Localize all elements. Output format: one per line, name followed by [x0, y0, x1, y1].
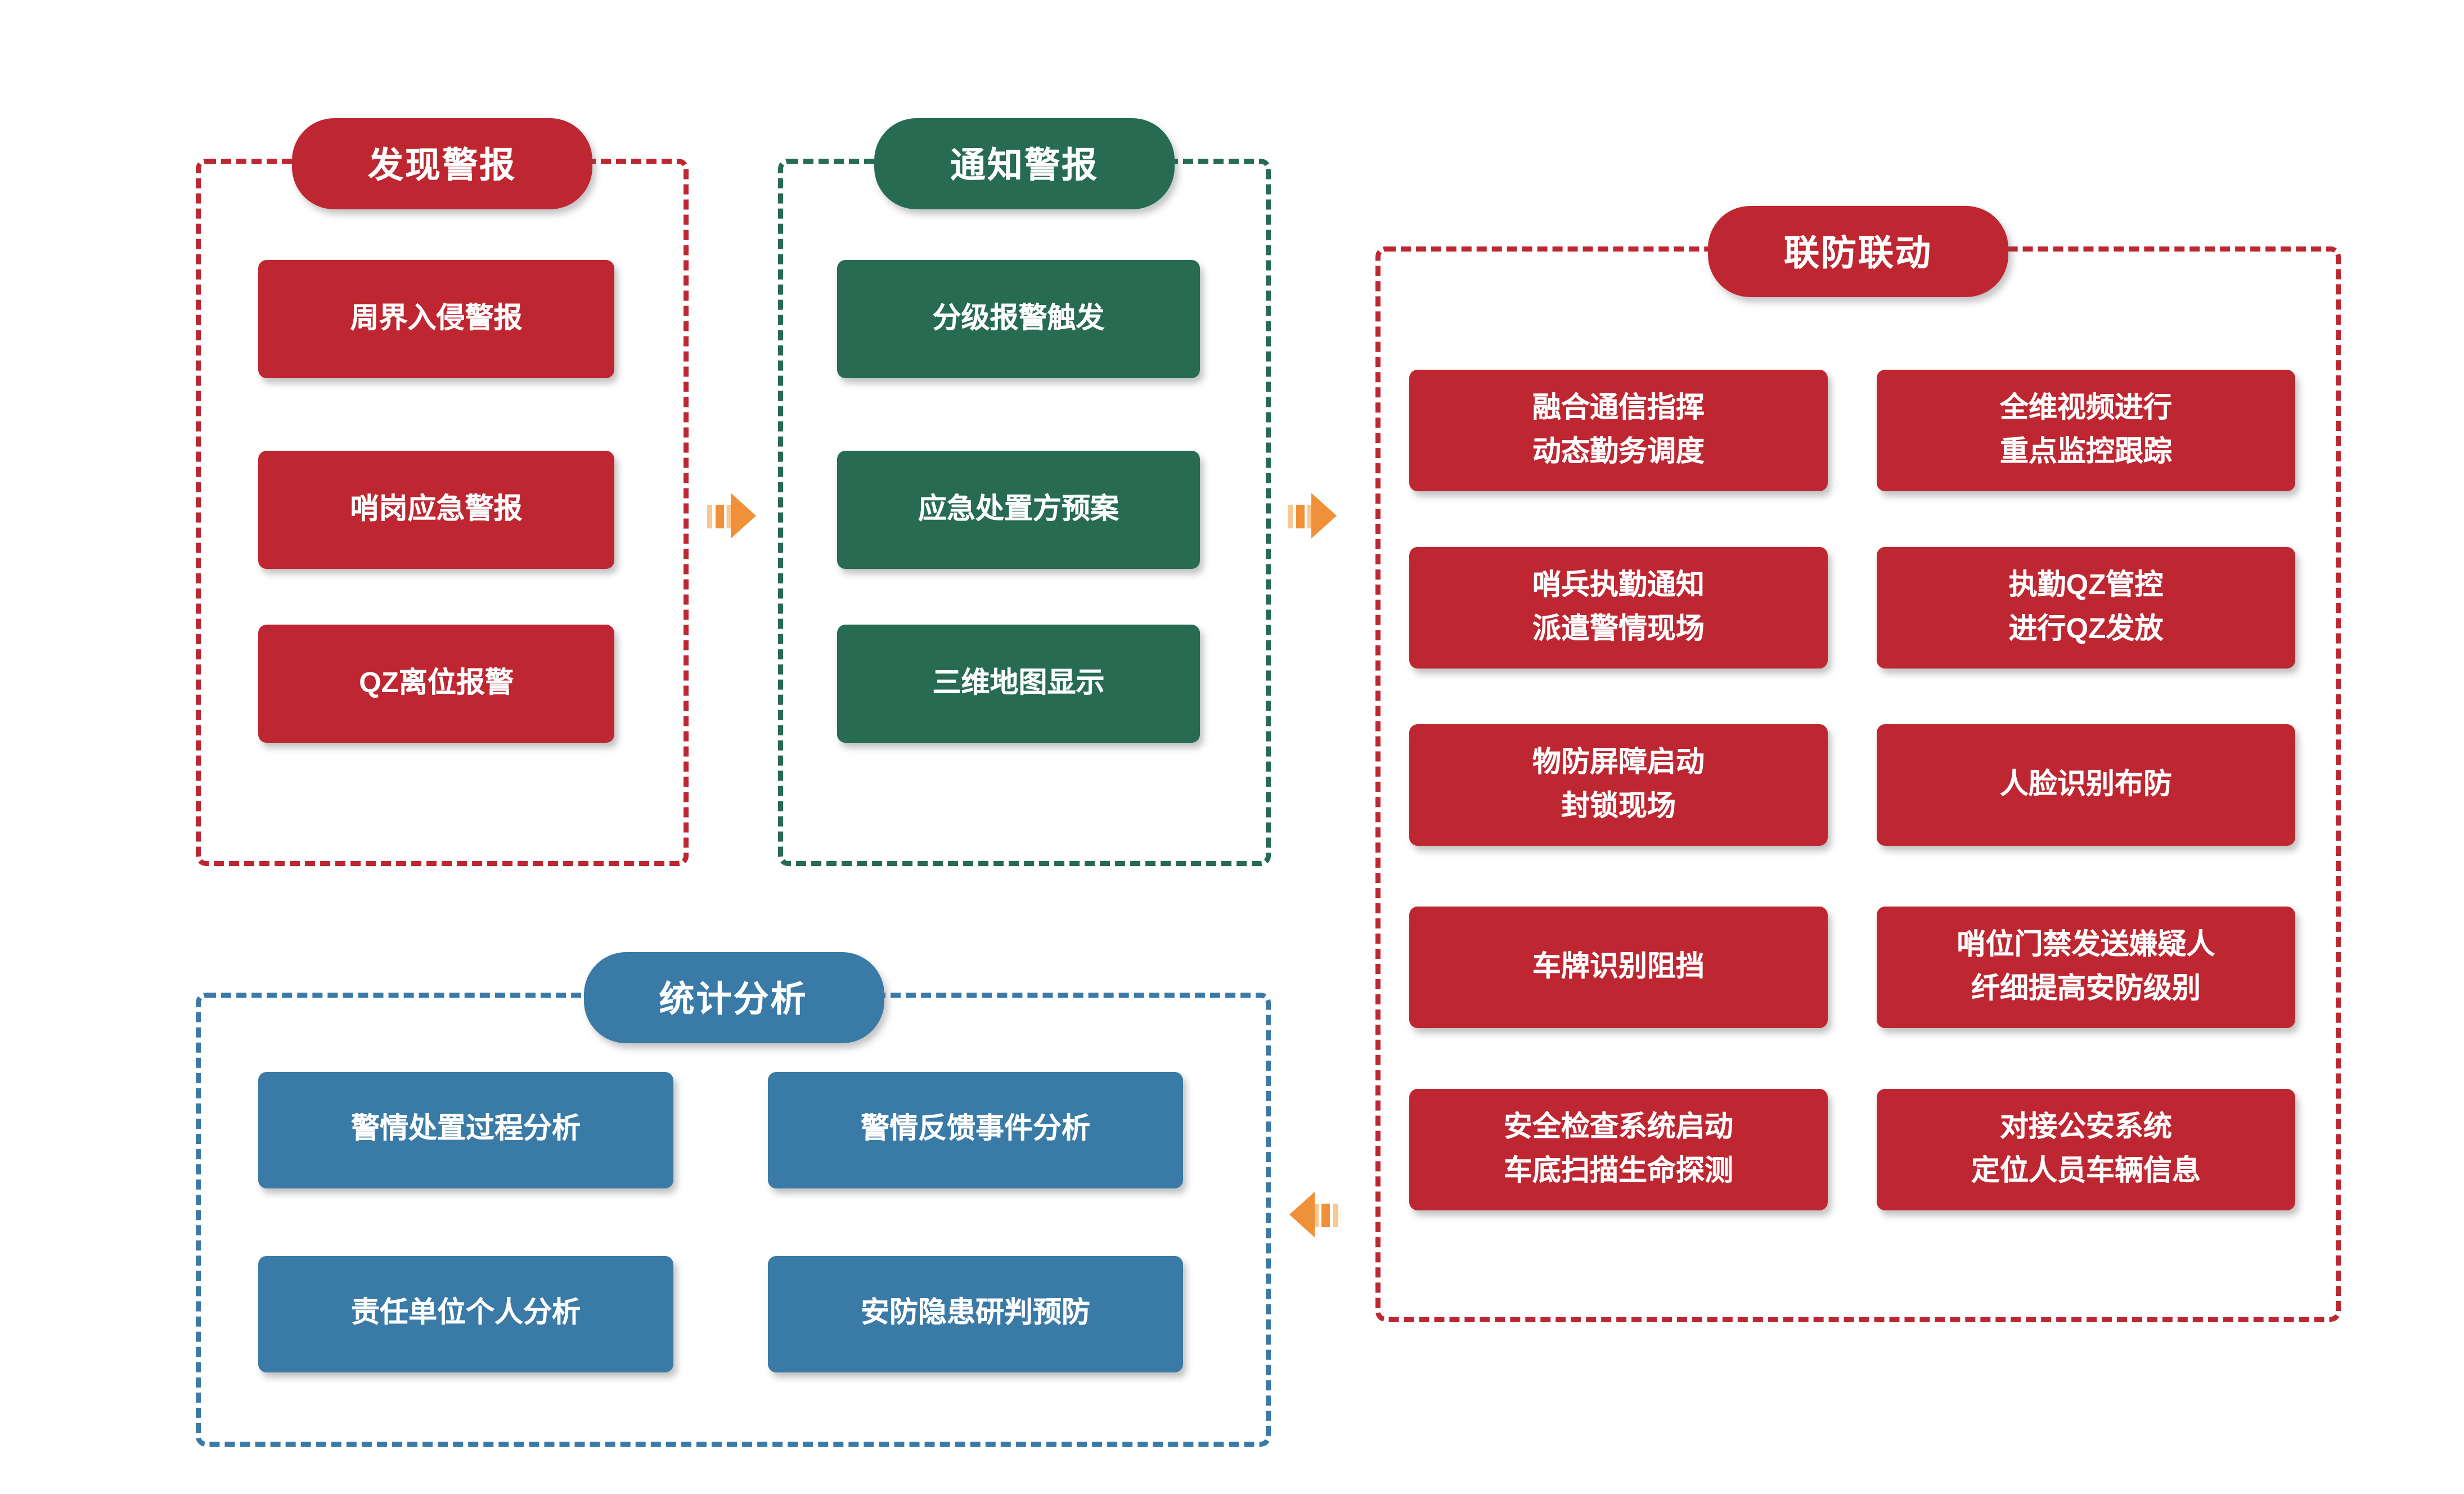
flow-node: 分级报警触发 — [837, 260, 1200, 378]
node-label: 重点监控跟踪 — [2000, 436, 2172, 468]
flow-node: 周界入侵警报 — [258, 260, 614, 378]
node-label: 哨岗应急警报 — [350, 492, 523, 525]
flow-node: QZ离位报警 — [258, 625, 614, 743]
node-label: 警情反馈事件分析 — [861, 1112, 1090, 1145]
flow-node: 执勤QZ管控 进行QZ发放 — [1877, 547, 2295, 669]
node-label: 三维地图显示 — [932, 666, 1105, 699]
node-label: 融合通信指挥 — [1532, 391, 1705, 423]
node-label: 定位人员车辆信息 — [1971, 1155, 2201, 1187]
flow-node: 全维视频进行 重点监控跟踪 — [1877, 370, 2295, 491]
section-title-pill: 发现警报 — [292, 118, 592, 209]
node-label: 进行QZ发放 — [2008, 613, 2164, 645]
flow-node: 安防隐患研判预防 — [768, 1256, 1183, 1372]
node-label: 车底扫描生命探测 — [1504, 1155, 1733, 1187]
section-title: 通知警报 — [950, 147, 1099, 186]
section-discover-alert: 发现警报 周界入侵警报 哨岗应急警报 QZ离位报警 — [196, 118, 689, 866]
node-label: 动态勤务调度 — [1532, 436, 1705, 468]
node-label: 物防屏障启动 — [1532, 745, 1705, 778]
flow-node: 人脸识别布防 — [1877, 724, 2295, 846]
flow-node: 哨岗应急警报 — [258, 451, 614, 569]
section-title: 统计分析 — [659, 981, 808, 1020]
section-notify-alert: 通知警报 分级报警触发 应急处置方预案 三维地图显示 — [778, 118, 1271, 866]
flow-arrow-left-icon — [1288, 1188, 1338, 1241]
node-label: 安防隐患研判预防 — [861, 1296, 1090, 1329]
flow-node: 应急处置方预案 — [837, 451, 1200, 569]
node-label: 责任单位个人分析 — [351, 1296, 581, 1329]
section-title-pill: 通知警报 — [874, 118, 1175, 209]
flow-node: 三维地图显示 — [837, 625, 1200, 743]
flow-arrow-right-icon — [707, 490, 758, 542]
flow-node: 安全检查系统启动 车底扫描生命探测 — [1409, 1089, 1828, 1210]
node-label: 全维视频进行 — [2000, 391, 2172, 423]
section-title-pill: 联防联动 — [1708, 206, 2008, 297]
flow-node: 对接公安系统 定位人员车辆信息 — [1877, 1089, 2295, 1210]
node-label: 分级报警触发 — [932, 302, 1105, 334]
node-label: 哨位门禁发送嫌疑人 — [1957, 927, 2215, 960]
flow-node: 哨兵执勤通知 派遣警情现场 — [1409, 547, 1828, 669]
section-title: 联防联动 — [1784, 235, 1932, 273]
node-label: 纤细提高安防级别 — [1971, 972, 2201, 1004]
flow-node: 责任单位个人分析 — [258, 1256, 673, 1372]
node-label: QZ离位报警 — [359, 666, 514, 699]
node-label: 周界入侵警报 — [350, 302, 523, 334]
node-label: 对接公安系统 — [2000, 1110, 2172, 1142]
node-label: 应急处置方预案 — [918, 492, 1119, 525]
flow-node: 警情处置过程分析 — [258, 1072, 673, 1188]
section-statistics: 统计分析 警情处置过程分析 警情反馈事件分析 责任单位个人分析 安防隐患研判预防 — [196, 952, 1271, 1447]
section-title: 发现警报 — [368, 147, 516, 186]
flow-arrow-right-icon — [1288, 490, 1338, 542]
flow-node: 哨位门禁发送嫌疑人 纤细提高安防级别 — [1877, 907, 2295, 1028]
flow-node: 车牌识别阻挡 — [1409, 907, 1828, 1028]
node-label: 封锁现场 — [1561, 790, 1676, 822]
section-joint-defense: 联防联动 融合通信指挥 动态勤务调度 全维视频进行 重点监控跟踪 哨兵执勤通知 … — [1375, 206, 2341, 1322]
node-label: 哨兵执勤通知 — [1532, 568, 1705, 600]
node-label: 安全检查系统启动 — [1504, 1110, 1733, 1142]
flow-node: 物防屏障启动 封锁现场 — [1409, 724, 1828, 846]
node-label: 警情处置过程分析 — [351, 1112, 581, 1145]
node-label: 车牌识别阻挡 — [1532, 950, 1705, 982]
flow-node: 警情反馈事件分析 — [768, 1072, 1183, 1188]
node-label: 执勤QZ管控 — [2008, 568, 2164, 600]
section-title-pill: 统计分析 — [583, 952, 884, 1043]
node-label: 人脸识别布防 — [2000, 768, 2172, 800]
flow-node: 融合通信指挥 动态勤务调度 — [1409, 370, 1828, 491]
node-label: 派遣警情现场 — [1532, 613, 1705, 645]
